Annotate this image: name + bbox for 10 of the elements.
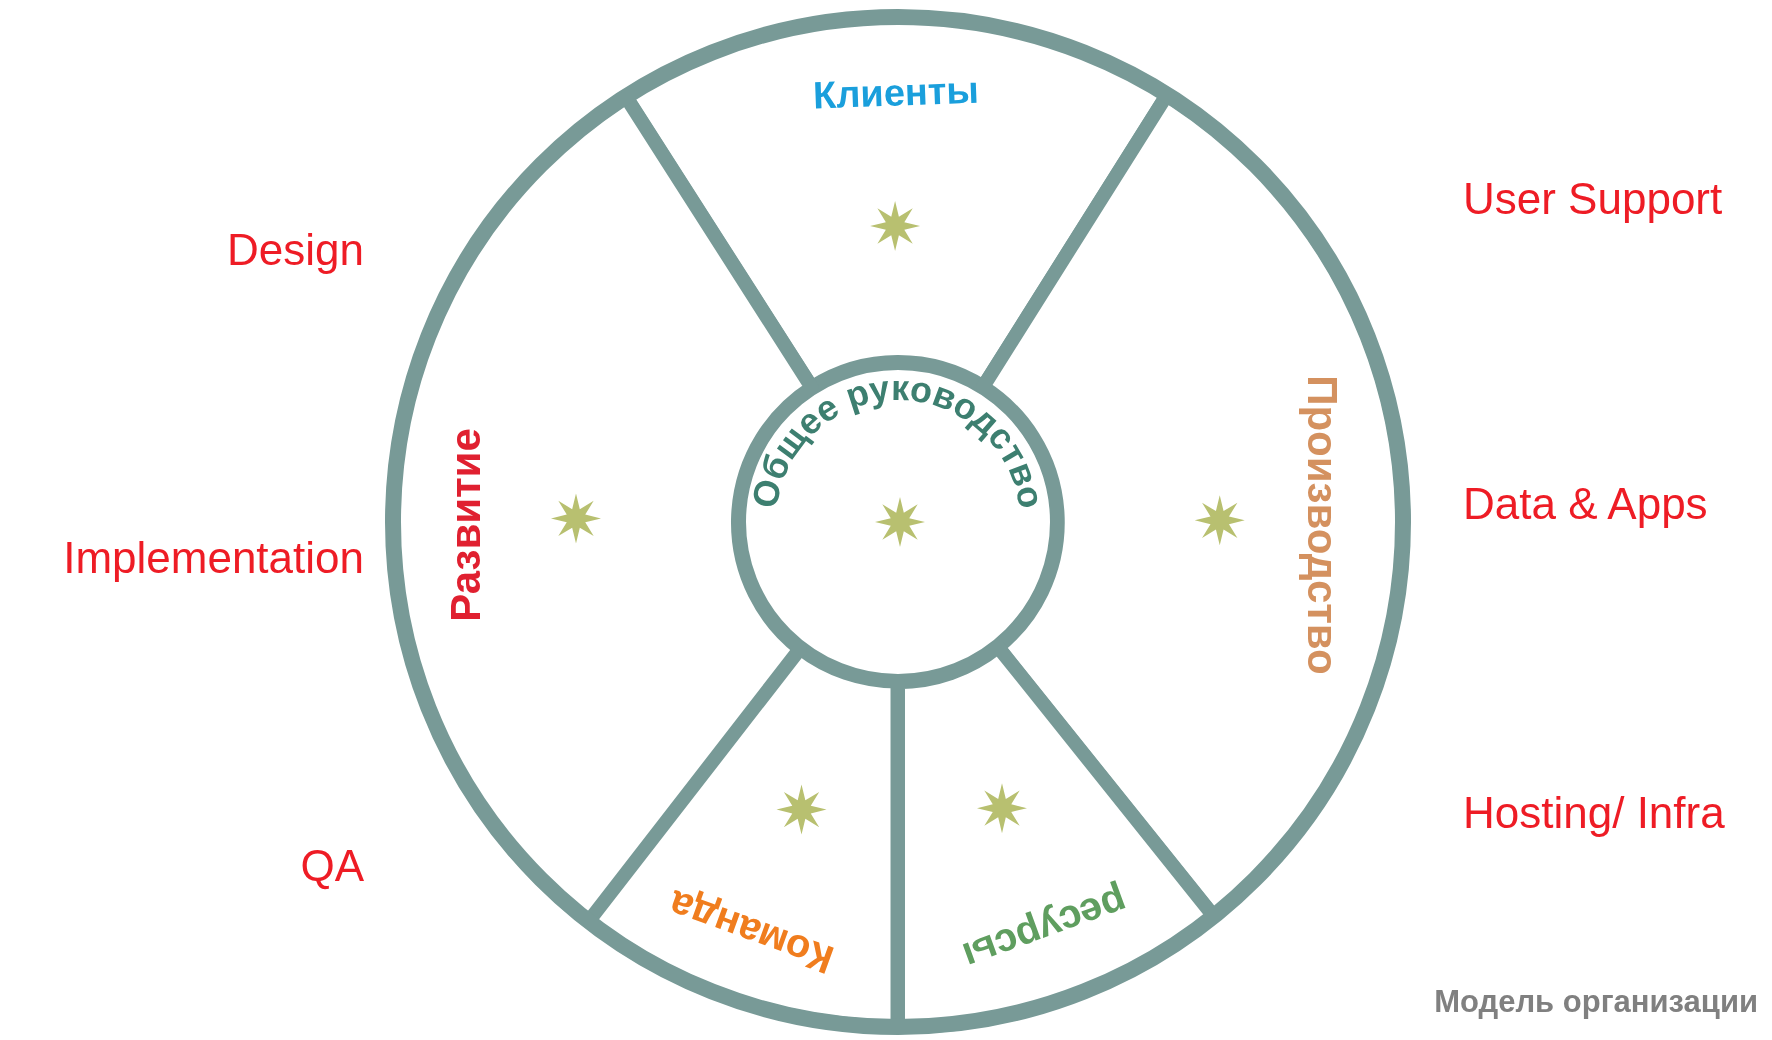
sector-label: Производство <box>1298 375 1346 675</box>
sector-label: Клиенты <box>812 68 980 118</box>
area-label: Hosting/ Infra <box>1463 788 1725 838</box>
area-label: Design <box>227 225 364 275</box>
area-label: User Support <box>1463 174 1723 224</box>
caption: Модель организации <box>1434 984 1758 1020</box>
area-label: QA <box>300 841 364 891</box>
area-label: Data & Apps <box>1463 479 1708 529</box>
sector-label: Развитие <box>442 428 490 622</box>
area-label: Implementation <box>63 533 364 583</box>
